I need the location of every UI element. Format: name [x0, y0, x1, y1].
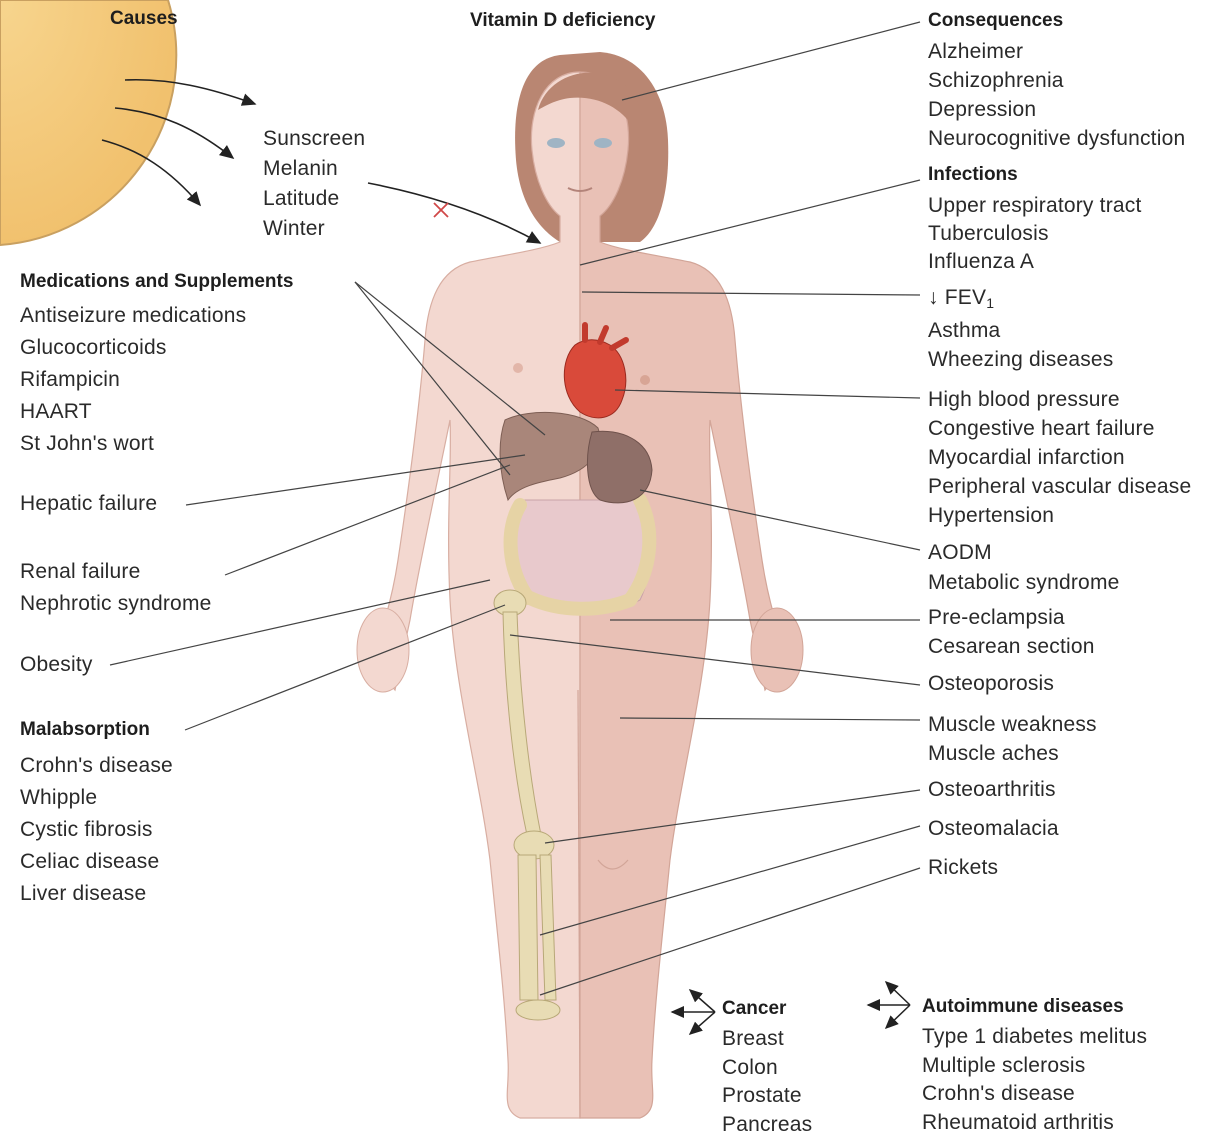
- cancer-item: Breast: [722, 1025, 812, 1054]
- consequences-heading: Consequences: [928, 10, 1063, 32]
- medication-item: Antiseizure medications: [20, 300, 246, 332]
- medication-item: Rifampicin: [20, 364, 246, 396]
- metabolic-list: AODM Metabolic syndrome: [928, 538, 1120, 598]
- page-title: Vitamin D deficiency: [470, 10, 656, 32]
- lung-list: Asthma Wheezing diseases: [928, 316, 1114, 374]
- sun-factor-item: Sunscreen: [263, 124, 365, 154]
- autoimmune-item: Rheumatoid arthritis: [922, 1109, 1147, 1134]
- sun-factor-item: Winter: [263, 214, 365, 244]
- medication-item: HAART: [20, 396, 246, 428]
- cardio-list: High blood pressure Congestive heart fai…: [928, 385, 1191, 530]
- neuro-item: Depression: [928, 95, 1185, 124]
- malabsorption-item: Cystic fibrosis: [20, 814, 173, 846]
- sun-icon: [0, 0, 255, 245]
- medication-item: Glucocorticoids: [20, 332, 246, 364]
- infection-item: Tuberculosis: [928, 220, 1142, 248]
- cancer-arrows-icon: [672, 990, 715, 1034]
- neuro-item: Alzheimer: [928, 37, 1185, 66]
- cancer-item: Prostate: [722, 1082, 812, 1111]
- muscle-item: Muscle aches: [928, 739, 1097, 768]
- cancer-heading: Cancer: [722, 998, 786, 1020]
- sun-factor-item: Melanin: [263, 154, 365, 184]
- malabsorption-item: Celiac disease: [20, 846, 173, 878]
- cancer-item: Pancreas: [722, 1111, 812, 1134]
- lung-item: Wheezing diseases: [928, 345, 1114, 374]
- metabolic-item: Metabolic syndrome: [928, 568, 1120, 598]
- fev-subscript: 1: [986, 295, 994, 311]
- osteoarthritis-label: Osteoarthritis: [928, 778, 1056, 802]
- sun-factor-item: Latitude: [263, 184, 365, 214]
- autoimmune-arrows-icon: [868, 982, 910, 1028]
- renal-item: Renal failure: [20, 556, 212, 588]
- infection-item: Influenza A: [928, 248, 1142, 276]
- hepatic-failure-label: Hepatic failure: [20, 492, 157, 516]
- pregnancy-list: Pre-eclampsia Cesarean section: [928, 603, 1095, 661]
- neuro-item: Schizophrenia: [928, 66, 1185, 95]
- neuro-list: Alzheimer Schizophrenia Depression Neuro…: [928, 37, 1185, 153]
- rickets-label: Rickets: [928, 856, 998, 880]
- malabsorption-item: Whipple: [20, 782, 173, 814]
- cardio-item: Myocardial infarction: [928, 443, 1191, 472]
- autoimmune-list: Type 1 diabetes melitus Multiple scleros…: [922, 1023, 1147, 1134]
- malabsorption-list: Crohn's disease Whipple Cystic fibrosis …: [20, 750, 173, 910]
- cardio-item: Hypertension: [928, 501, 1191, 530]
- infections-heading: Infections: [928, 164, 1018, 186]
- cardio-item: High blood pressure: [928, 385, 1191, 414]
- osteoporosis-label: Osteoporosis: [928, 672, 1054, 696]
- cardio-item: Congestive heart failure: [928, 414, 1191, 443]
- medications-heading: Medications and Supplements: [20, 271, 293, 293]
- autoimmune-item: Multiple sclerosis: [922, 1052, 1147, 1081]
- muscle-item: Muscle weakness: [928, 710, 1097, 739]
- osteomalacia-label: Osteomalacia: [928, 817, 1059, 841]
- autoimmune-item: Type 1 diabetes melitus: [922, 1023, 1147, 1052]
- sun-factors-list: Sunscreen Melanin Latitude Winter: [263, 124, 365, 244]
- infection-item: Upper respiratory tract: [928, 192, 1142, 220]
- cardio-item: Peripheral vascular disease: [928, 472, 1191, 501]
- fev-label: ↓ FEV1: [928, 286, 994, 315]
- autoimmune-heading: Autoimmune diseases: [922, 996, 1124, 1018]
- fev-arrow: ↓: [928, 286, 939, 309]
- malabsorption-item: Liver disease: [20, 878, 173, 910]
- malabsorption-item: Crohn's disease: [20, 750, 173, 782]
- pregnancy-item: Cesarean section: [928, 632, 1095, 661]
- malabsorption-heading: Malabsorption: [20, 719, 150, 741]
- pregnancy-item: Pre-eclampsia: [928, 603, 1095, 632]
- cancer-list: Breast Colon Prostate Pancreas: [722, 1025, 812, 1134]
- cancer-item: Colon: [722, 1054, 812, 1083]
- renal-item: Nephrotic syndrome: [20, 588, 212, 620]
- metabolic-item: AODM: [928, 538, 1120, 568]
- obesity-label: Obesity: [20, 653, 93, 677]
- lung-item: Asthma: [928, 316, 1114, 345]
- renal-list: Renal failure Nephrotic syndrome: [20, 556, 212, 620]
- infections-list: Upper respiratory tract Tuberculosis Inf…: [928, 192, 1142, 276]
- autoimmune-item: Crohn's disease: [922, 1080, 1147, 1109]
- blocked-sun-arrow: [368, 183, 540, 243]
- muscle-list: Muscle weakness Muscle aches: [928, 710, 1097, 768]
- fev-main: FEV: [945, 286, 986, 309]
- medication-item: St John's wort: [20, 428, 246, 460]
- medications-list: Antiseizure medications Glucocorticoids …: [20, 300, 246, 460]
- neuro-item: Neurocognitive dysfunction: [928, 124, 1185, 153]
- causes-heading: Causes: [110, 8, 178, 30]
